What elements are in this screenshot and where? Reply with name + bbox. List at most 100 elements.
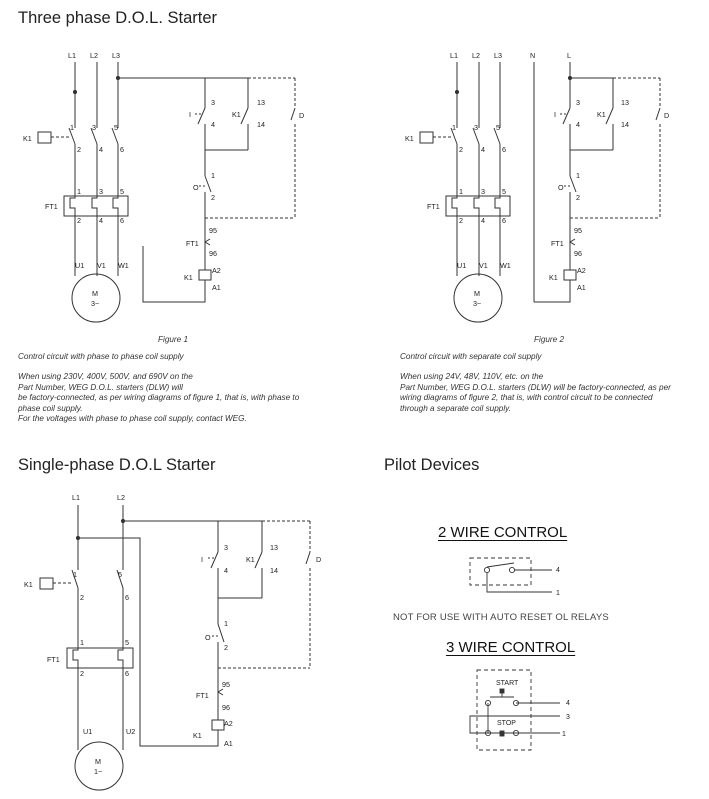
svg-text:D: D — [664, 111, 669, 120]
svg-text:M: M — [95, 757, 101, 766]
svg-text:4: 4 — [211, 120, 215, 129]
svg-text:K1: K1 — [184, 273, 193, 282]
svg-text:6: 6 — [502, 216, 506, 225]
svg-text:U1: U1 — [83, 727, 92, 736]
single-phase-title: Single-phase D.O.L Starter — [18, 456, 216, 474]
svg-text:L1: L1 — [72, 493, 80, 502]
svg-text:N: N — [530, 51, 535, 60]
svg-text:3: 3 — [224, 543, 228, 552]
svg-text:U2: U2 — [126, 727, 135, 736]
svg-text:L: L — [567, 51, 571, 60]
svg-text:3: 3 — [481, 187, 485, 196]
svg-text:95: 95 — [574, 226, 582, 235]
svg-text:13: 13 — [257, 98, 265, 107]
svg-text:V1: V1 — [97, 261, 106, 270]
svg-text:2: 2 — [80, 593, 84, 602]
label-M: M — [92, 289, 98, 298]
svg-text:1~: 1~ — [94, 767, 102, 776]
caption-line: wiring diagrams of figure 2, that is, wi… — [400, 393, 653, 403]
auto-reset-note: NOT FOR USE WITH AUTO RESET OL RELAYS — [393, 612, 609, 623]
svg-text:D: D — [316, 555, 321, 564]
svg-text:I: I — [554, 110, 556, 119]
svg-text:14: 14 — [270, 566, 278, 575]
svg-text:D: D — [299, 111, 304, 120]
svg-text:1: 1 — [224, 619, 228, 628]
svg-text:4: 4 — [224, 566, 228, 575]
svg-text:5: 5 — [125, 638, 129, 647]
svg-text:K1: K1 — [24, 580, 33, 589]
svg-text:2: 2 — [459, 145, 463, 154]
svg-text:I: I — [201, 555, 203, 564]
svg-text:96: 96 — [222, 703, 230, 712]
svg-text:1: 1 — [70, 123, 74, 132]
figure1-label: Figure 1 — [158, 335, 189, 344]
figure1-caption-title: Control circuit with phase to phase coil… — [18, 352, 184, 361]
svg-text:U1: U1 — [457, 261, 466, 270]
svg-text:FT1: FT1 — [47, 655, 60, 664]
svg-text:1: 1 — [556, 590, 560, 597]
svg-text:6: 6 — [120, 145, 124, 154]
svg-text:3: 3 — [99, 187, 103, 196]
svg-text:L2: L2 — [117, 493, 125, 502]
svg-text:K1: K1 — [549, 273, 558, 282]
svg-text:STOP: STOP — [497, 720, 516, 727]
svg-text:K1: K1 — [232, 110, 241, 119]
svg-text:2: 2 — [77, 216, 81, 225]
svg-text:4: 4 — [556, 567, 560, 574]
svg-text:2: 2 — [459, 216, 463, 225]
svg-text:6: 6 — [125, 669, 129, 678]
svg-text:1: 1 — [459, 187, 463, 196]
svg-text:3: 3 — [566, 714, 570, 721]
svg-text:M: M — [474, 289, 480, 298]
svg-text:6: 6 — [120, 216, 124, 225]
svg-text:3: 3 — [92, 123, 96, 132]
svg-text:K1: K1 — [193, 731, 202, 740]
svg-text:O: O — [193, 183, 199, 192]
svg-text:1: 1 — [80, 638, 84, 647]
caption-line: Part Number, WEG D.O.L. starters (DLW) w… — [400, 382, 671, 392]
svg-text:A1: A1 — [212, 283, 221, 292]
svg-text:96: 96 — [209, 249, 217, 258]
label-L3: L3 — [112, 51, 120, 60]
three-phase-title: Three phase D.O.L. Starter — [18, 9, 218, 27]
svg-text:START: START — [496, 680, 519, 687]
svg-text:L2: L2 — [472, 51, 480, 60]
svg-text:K1: K1 — [405, 134, 414, 143]
label-K1: K1 — [23, 134, 32, 143]
svg-text:2: 2 — [77, 145, 81, 154]
svg-text:W1: W1 — [118, 261, 129, 270]
svg-text:A2: A2 — [212, 266, 221, 275]
svg-text:1: 1 — [211, 171, 215, 180]
svg-text:14: 14 — [257, 120, 265, 129]
svg-text:W1: W1 — [500, 261, 511, 270]
caption-line: through a separate coil supply. — [400, 403, 511, 413]
svg-text:FT1: FT1 — [196, 691, 209, 700]
svg-text:O: O — [558, 183, 564, 192]
svg-text:4: 4 — [481, 145, 485, 154]
svg-text:5: 5 — [502, 187, 506, 196]
svg-text:1: 1 — [73, 570, 77, 579]
svg-text:4: 4 — [99, 216, 103, 225]
svg-text:U1: U1 — [75, 261, 84, 270]
svg-text:5: 5 — [496, 123, 500, 132]
svg-text:A1: A1 — [577, 283, 586, 292]
caption-line: When using 24V, 48V, 110V, etc. on the — [400, 372, 544, 381]
caption-line: Part Number, WEG D.O.L. starters (DLW) w… — [18, 382, 183, 392]
svg-text:3~: 3~ — [473, 299, 481, 308]
svg-text:FT1: FT1 — [186, 239, 199, 248]
svg-text:95: 95 — [209, 226, 217, 235]
svg-text:13: 13 — [621, 98, 629, 107]
svg-text:5: 5 — [120, 187, 124, 196]
svg-text:4: 4 — [481, 216, 485, 225]
two-wire-title: 2 WIRE CONTROL — [438, 524, 568, 541]
svg-text:3~: 3~ — [91, 299, 99, 308]
svg-text:I: I — [189, 110, 191, 119]
caption-line: For the voltages with phase to phase coi… — [18, 414, 247, 424]
three-wire-title: 3 WIRE CONTROL — [446, 639, 576, 656]
svg-text:O: O — [205, 633, 211, 642]
svg-text:1: 1 — [452, 123, 456, 132]
svg-text:1: 1 — [562, 731, 566, 738]
svg-text:FT1: FT1 — [427, 202, 440, 211]
svg-text:V1: V1 — [479, 261, 488, 270]
svg-text:2: 2 — [576, 193, 580, 202]
